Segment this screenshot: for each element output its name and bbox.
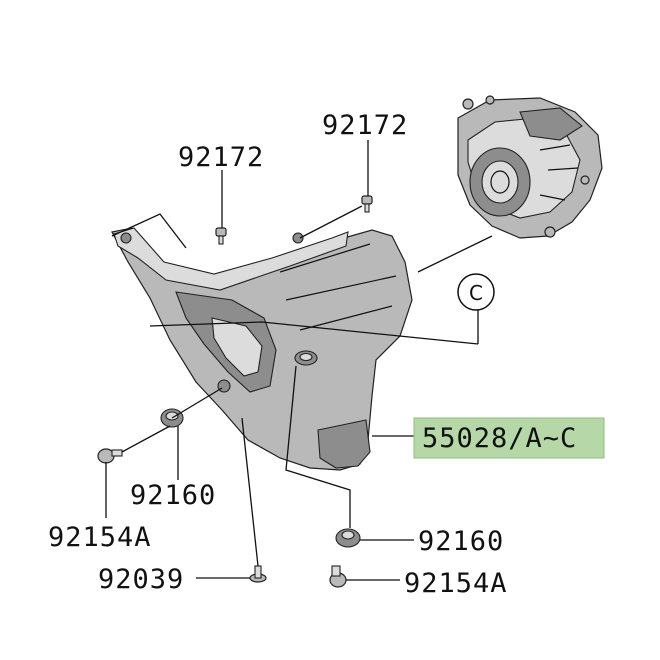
bolt-92154A-left-illustration [97, 448, 123, 464]
grommet-92160-right-illustration [335, 528, 361, 548]
label-92039[interactable]: 92039 [98, 564, 184, 595]
highlight-box-55028 [413, 417, 605, 459]
label-92154A-left[interactable]: 92154A [48, 522, 152, 553]
label-92154A-right[interactable]: 92154A [404, 568, 508, 599]
label-92160-right[interactable]: 92160 [418, 526, 504, 557]
bolt-92172-left-illustration [215, 227, 227, 245]
screw-92039-illustration [249, 565, 267, 583]
label-92172-top[interactable]: 92172 [322, 110, 408, 141]
callout-c[interactable]: C [457, 273, 495, 311]
label-92172-left[interactable]: 92172 [178, 142, 264, 173]
leader-lines [105, 140, 493, 581]
engine-cover-illustration [457, 95, 603, 239]
label-92160-left[interactable]: 92160 [130, 480, 216, 511]
bolt-92172-top-illustration [361, 195, 373, 213]
callout-c-letter: C [469, 281, 483, 305]
fairing-cover-illustration [111, 227, 413, 471]
label-55028[interactable]: 55028/A~C [422, 423, 577, 454]
bolt-92154A-right-illustration [329, 565, 347, 588]
